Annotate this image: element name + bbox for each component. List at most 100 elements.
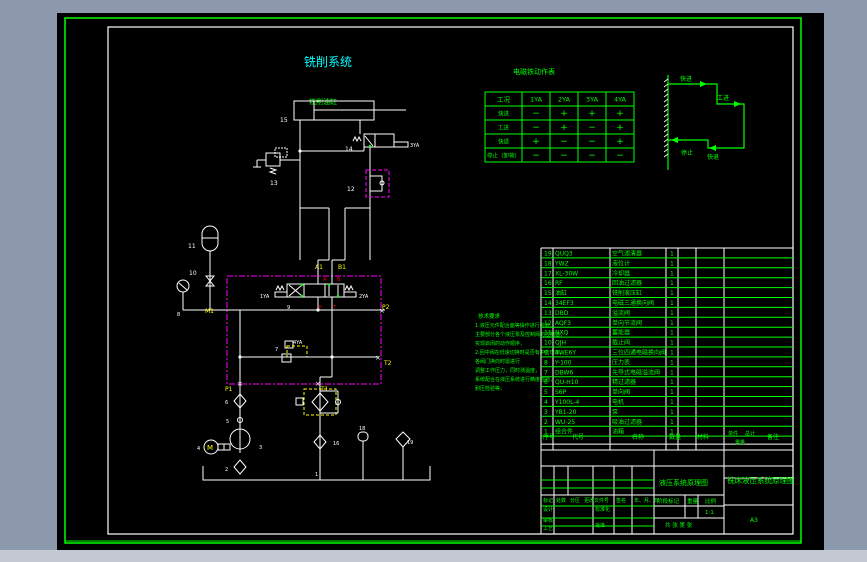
motor-4[interactable]: M: [203, 439, 231, 455]
work-cycle-diagram: 快进 工进 停止 快退: [663, 75, 745, 170]
solenoid-label: 2YA: [359, 294, 369, 300]
component-label: 10: [189, 270, 197, 277]
component-label: 14: [345, 146, 353, 153]
part-qty: 1: [670, 340, 674, 347]
valve-14[interactable]: [352, 133, 409, 148]
component-label: 9: [287, 305, 290, 311]
part-number: 6: [544, 379, 548, 386]
port-label-p: P: [319, 305, 322, 311]
table-cell: +: [588, 109, 596, 119]
cycle-fast-forward: 快进: [680, 75, 692, 83]
throttle-check-valve-12[interactable]: [365, 169, 390, 198]
component-label: 8: [177, 312, 180, 318]
zone-label: 分区: [570, 497, 580, 504]
part-number: 10: [544, 340, 552, 347]
cylinder-15[interactable]: [293, 100, 406, 121]
cycle-fast-return: 快退: [707, 153, 719, 161]
diagram-title: 铣削系统: [304, 55, 352, 69]
cad-canvas[interactable]: 铣削系统 铣削油缸 15 14 3YA 13 12: [57, 13, 824, 550]
sheet-size: A3: [750, 517, 758, 524]
scale-value: 1:1: [705, 510, 714, 516]
svg-text:实现启闭的动作顺序，: 实现启闭的动作顺序，: [475, 340, 525, 347]
part-name: 截止阀: [612, 339, 630, 347]
header-remarks: 备注: [767, 433, 779, 441]
part-name: 单向节流阀: [612, 319, 642, 327]
port-label-b: B: [337, 277, 341, 283]
relief-valve-13[interactable]: [253, 147, 300, 175]
part-number: 8: [544, 359, 548, 366]
header-total-weight: 总计: [745, 430, 755, 437]
part-code: 4WE6Y: [555, 350, 576, 357]
part-code: DBD: [555, 310, 569, 317]
part-name: 泵: [612, 409, 618, 416]
sheets-label: 共 张 第 张: [665, 521, 693, 529]
part-code: S6P: [555, 389, 567, 396]
part-qty: 1: [670, 320, 674, 327]
component-label: 11: [188, 243, 196, 250]
port-label-b1: B1: [338, 264, 346, 271]
cooler-17[interactable]: [295, 388, 341, 416]
cycle-work-feed: 工进: [717, 94, 729, 102]
part-code: Y-100: [554, 359, 572, 366]
port-label-p2: P2: [382, 304, 390, 311]
header-material: 材料: [697, 433, 709, 441]
notes-title: 技术要求: [478, 312, 501, 320]
table-cell: +: [532, 137, 540, 147]
part-number: 17: [544, 270, 552, 277]
part-code: 34EF3: [555, 300, 574, 307]
part-code: QU-H10: [555, 379, 579, 386]
part-name: 吸油过滤器: [612, 418, 642, 426]
standardize-label: 标准化: [595, 506, 610, 513]
part-number: 2: [544, 419, 548, 426]
directional-valve-9[interactable]: [274, 283, 357, 298]
solenoid-label: 4YA: [293, 340, 303, 346]
machine-name: 铣床液压系统原理图: [727, 475, 795, 485]
part-qty: 1: [670, 280, 674, 287]
component-label: 3: [259, 445, 262, 451]
pump-3[interactable]: [229, 428, 251, 450]
accumulator-11[interactable]: [201, 225, 219, 252]
svg-text:系统配合在液压系统进行精度检验，: 系统配合在液压系统进行精度检验，: [475, 376, 555, 383]
tank-1[interactable]: [202, 466, 431, 481]
table-cell: +: [616, 123, 624, 133]
part-name: 油箱: [612, 428, 624, 436]
check-valve-5[interactable]: [237, 417, 243, 423]
air-filter-19[interactable]: [395, 431, 411, 480]
part-name: 电机: [612, 398, 624, 406]
svg-text:1.液压元件配合面等操作进行检验，: 1.液压元件配合面等操作进行检验，: [475, 322, 555, 329]
table-cell: +: [616, 137, 624, 147]
table-cell: 停止（卸荷）: [487, 152, 520, 160]
component-label: 16: [333, 441, 339, 447]
part-qty: 1: [670, 260, 674, 267]
part-number: 1: [544, 429, 548, 436]
stop-valve-10[interactable]: [204, 275, 216, 287]
suction-filter-2[interactable]: [233, 459, 247, 475]
level-gauge-18[interactable]: [357, 431, 369, 480]
count-label: 处数: [556, 497, 566, 504]
part-code: YWZ: [554, 260, 569, 267]
port-marker: ×: [315, 380, 321, 388]
title-block: 液压系统原理图 铣床液压系统原理图 标记 处数 分区 更改文件号 签名 年、月、…: [65, 449, 801, 542]
table-cell: −: [616, 151, 624, 161]
table-header-cell: 1YA: [530, 96, 543, 104]
part-qty: 1: [670, 270, 674, 277]
return-filter-16[interactable]: [313, 434, 327, 450]
pressure-gauge-8[interactable]: [176, 279, 190, 311]
part-number: 15: [544, 290, 552, 297]
table-cell: −: [588, 137, 596, 147]
filter-6[interactable]: [233, 393, 247, 409]
table-cell: +: [560, 123, 568, 133]
component-label: 12: [347, 186, 355, 193]
table-cell: +: [560, 109, 568, 119]
